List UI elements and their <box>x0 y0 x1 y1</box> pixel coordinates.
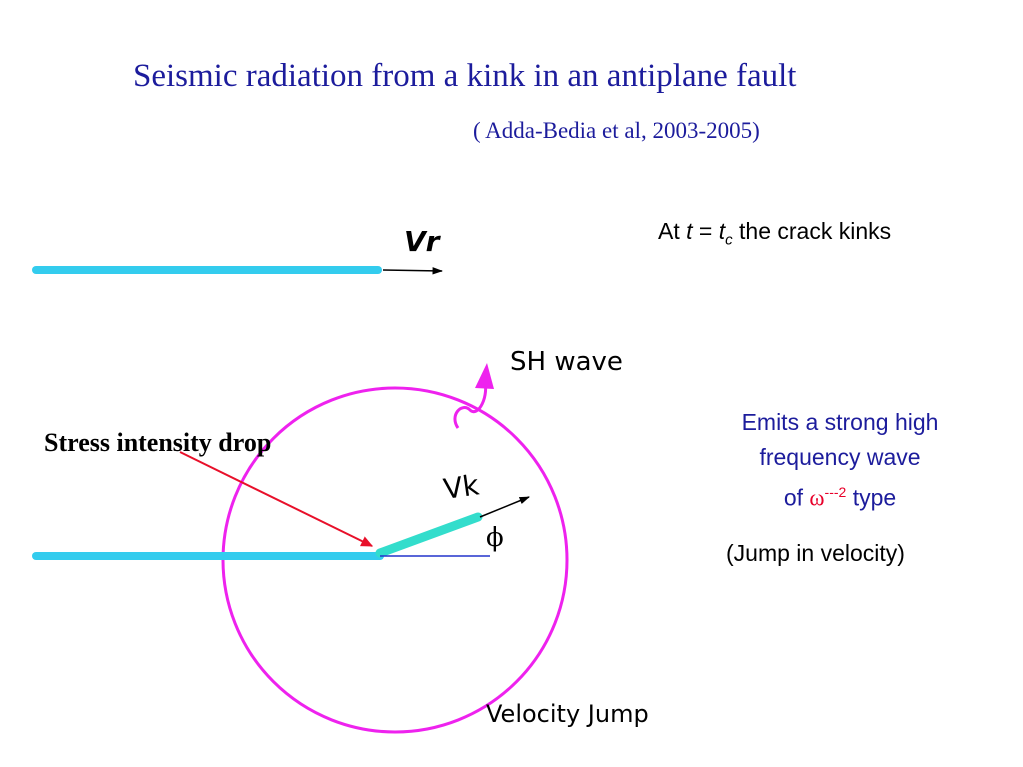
emission-note-type: type <box>846 484 897 511</box>
kink-note-equals: = <box>692 218 719 244</box>
velocity-jump-note: (Jump in velocity) <box>726 540 905 566</box>
emission-note-of: of <box>783 484 810 511</box>
omega-symbol: ω <box>809 485 825 511</box>
rupture-velocity-label: Vr <box>404 225 442 258</box>
kink-time-note: At t = tc the crack kinks <box>658 218 891 249</box>
kink-angle-label: ϕ <box>486 523 504 553</box>
citation: ( Adda-Bedia et al, 2003-2005) <box>473 118 760 143</box>
kink-note-prefix: At <box>658 218 687 244</box>
omega-exponent: ---2 <box>824 484 847 500</box>
sh-wave-arrow <box>453 377 487 429</box>
sh-wave-arrowhead <box>475 363 494 389</box>
kink-note-suffix: the crack kinks <box>732 218 892 244</box>
emission-note-line2: frequency wave <box>759 444 921 470</box>
kink-velocity-arrow <box>479 496 530 518</box>
emission-note-line3: of ω---2 type <box>690 475 990 516</box>
sh-wave-label: SH wave <box>510 347 623 377</box>
kink-note-t: t <box>686 218 693 244</box>
stress-drop-label: Stress intensity drop <box>44 428 271 457</box>
stress-drop-arrow <box>179 451 374 547</box>
emission-note-line1: Emits a strong high <box>741 409 939 435</box>
rupture-velocity-arrow <box>382 267 444 275</box>
emission-note: Emits a strong high frequency wave of ω-… <box>690 405 990 516</box>
slide-title: Seismic radiation from a kink in an anti… <box>133 58 797 94</box>
kink-note-tc-subscript: c <box>725 231 733 249</box>
velocity-jump-label: Velocity Jump <box>486 700 649 728</box>
kink-note-tc: t <box>718 218 726 244</box>
kink-velocity-label: Vk <box>441 468 481 506</box>
kinked-fault-branch <box>375 512 483 558</box>
